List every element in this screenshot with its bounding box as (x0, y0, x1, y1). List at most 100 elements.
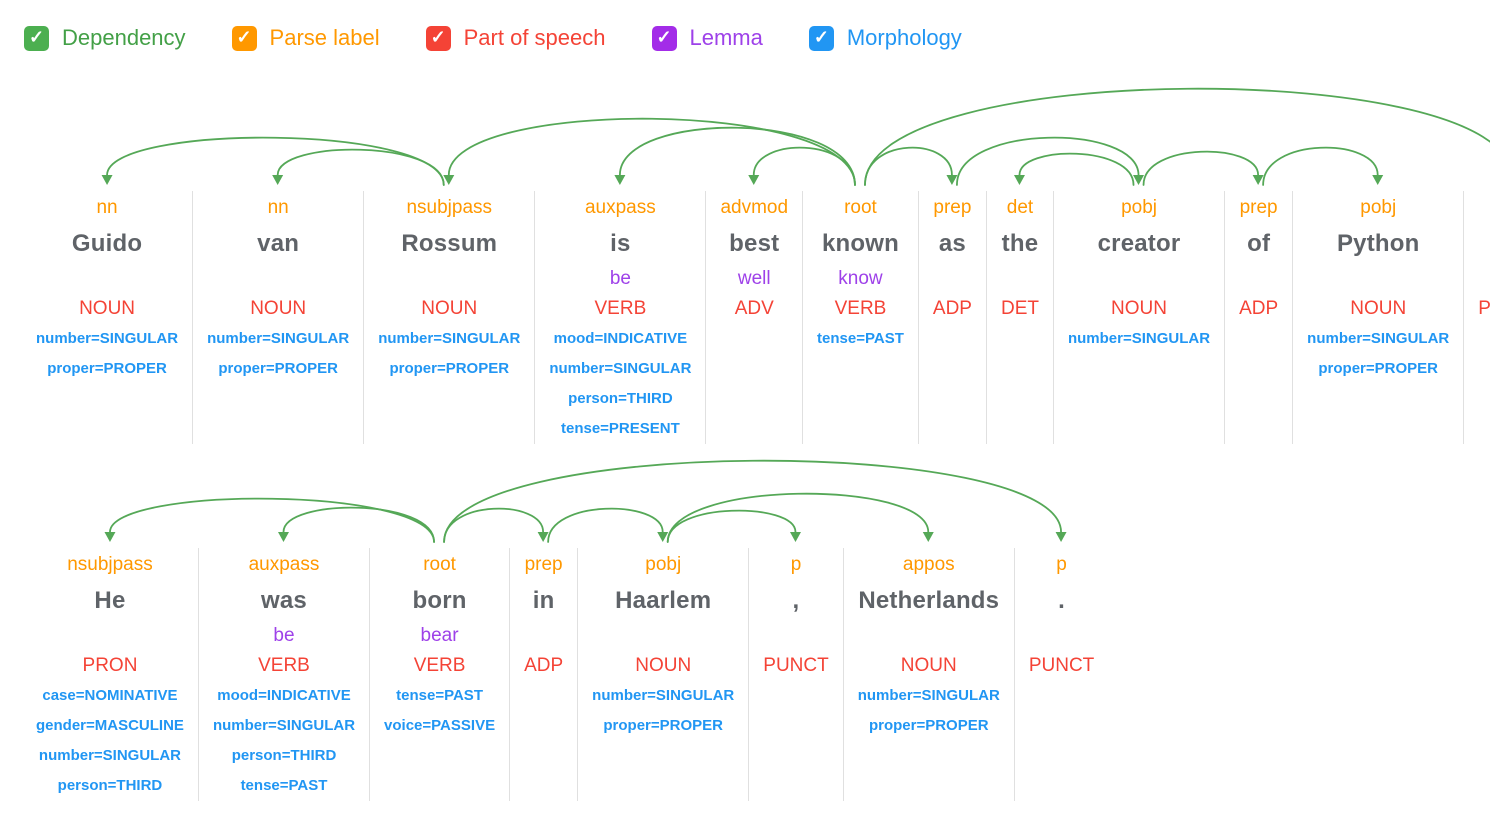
morphology-checkbox[interactable]: ✓ (808, 25, 834, 51)
token-lemma (592, 620, 734, 651)
parse-label: pobj (645, 554, 682, 575)
dependency-arc (618, 126, 856, 186)
token-word: He (94, 587, 126, 614)
token-lemma (378, 263, 520, 294)
morph-feature: proper=PROPER (47, 360, 167, 377)
arrowhead-icon (614, 175, 626, 185)
arrowhead-icon (1133, 175, 1145, 185)
token-column-punct: p.PUNCT (1463, 191, 1490, 444)
token-lemma (524, 620, 563, 651)
check-icon: ✓ (28, 27, 45, 47)
arrowhead-icon (748, 175, 760, 185)
token-lemma (763, 620, 828, 651)
part-of-speech-tag: NOUN (1111, 298, 1167, 319)
token-word: known (821, 230, 899, 257)
morph-feature: proper=PROPER (218, 360, 338, 377)
arrowhead-icon (946, 175, 958, 185)
morph-feature: tense=PAST (240, 777, 328, 794)
token-lemma (1239, 263, 1278, 294)
parse-label-checkbox[interactable]: ✓ (231, 25, 257, 51)
legend-item-label: Dependency (62, 25, 186, 50)
morph-feature: number=SINGULAR (36, 330, 179, 347)
check-icon: ✓ (813, 27, 829, 47)
morph-feature: person=THIRD (231, 747, 337, 764)
legend-item-morphology[interactable]: ✓ Morphology (808, 25, 962, 51)
legend-item-parse-label[interactable]: ✓ Parse label (231, 25, 380, 51)
arrowhead-icon (443, 175, 455, 185)
token-column-punct: p.PUNCT (1013, 548, 1108, 801)
part-of-speech-tag: NOUN (1350, 298, 1407, 319)
morph-feature: tense=PAST (396, 687, 483, 704)
token-word: . (1478, 225, 1490, 263)
part-of-speech-tag: ADP (1239, 298, 1279, 319)
parse-label: p (1478, 191, 1490, 225)
morph-feature: case=NOMINATIVE (42, 687, 178, 704)
morph-feature: gender=MASCULINE (36, 717, 184, 734)
parse-label: advmod (720, 197, 789, 218)
parse-label: prep (933, 197, 972, 218)
token-lemma (1068, 263, 1210, 294)
parse-label: appos (902, 554, 955, 575)
token-lemma (1307, 263, 1449, 294)
morph-feature: number=SINGULAR (207, 330, 350, 347)
morph-feature: voice=PASSIVE (384, 717, 496, 734)
token-word: Python (1336, 230, 1420, 257)
legend-item-label: Parse label (269, 25, 380, 50)
lemma-checkbox[interactable]: ✓ (651, 25, 677, 51)
token-column-punct: p,PUNCT (748, 548, 842, 801)
part-of-speech-tag: NOUN (421, 298, 478, 319)
legend-item-lemma[interactable]: ✓ Lemma (651, 25, 763, 51)
arrowhead-icon (1372, 175, 1384, 185)
legend-item-label: Morphology (846, 25, 962, 50)
parse-label: nsubjpass (406, 197, 493, 218)
morph-feature: proper=PROPER (603, 717, 724, 734)
arrowhead-icon (922, 532, 934, 542)
legend-item-part-of-speech[interactable]: ✓ Part of speech (425, 25, 606, 51)
dependency-arcs (101, 87, 1490, 186)
token-word: born (412, 587, 467, 614)
dependency-checkbox[interactable]: ✓ (24, 25, 49, 51)
arrowhead-icon (272, 175, 284, 185)
morph-feature: number=SINGULAR (1307, 330, 1450, 347)
parse-label: pobj (1121, 197, 1157, 218)
token-word: is (610, 230, 631, 257)
dependency-arc (282, 506, 435, 543)
dependency-arc (864, 146, 953, 186)
legend: ✓ Dependency ✓ Parse label ✓ Part of spe… (0, 0, 1490, 51)
token-word: of (1247, 230, 1271, 257)
part-of-speech-tag: VERB (594, 298, 647, 319)
dependency-arc (276, 148, 445, 186)
part-of-speech-tag: VERB (834, 298, 887, 319)
morph-feature: person=THIRD (57, 777, 163, 794)
token-lemma: well (737, 268, 771, 289)
part-of-speech-checkbox[interactable]: ✓ (425, 25, 451, 51)
token-word: as (938, 230, 966, 257)
morph-feature: number=SINGULAR (857, 687, 1000, 704)
token-word: Netherlands (858, 587, 1000, 614)
dependency-arc (1142, 150, 1260, 186)
legend-item-dependency[interactable]: ✓ Dependency (24, 25, 186, 51)
part-of-speech-tag: PRON (82, 655, 138, 676)
parse-label: nn (96, 197, 118, 218)
token-lemma (36, 620, 184, 651)
arrowhead-icon (277, 532, 289, 542)
part-of-speech-tag: VERB (413, 655, 466, 676)
token-lemma: know (838, 268, 883, 289)
token-lemma (1001, 263, 1039, 294)
morph-feature: tense=PRESENT (560, 420, 680, 437)
arrowhead-icon (657, 532, 669, 542)
morph-feature: number=SINGULAR (212, 717, 356, 734)
parse-label: auxpass (584, 197, 656, 218)
morph-feature: number=SINGULAR (549, 360, 692, 377)
